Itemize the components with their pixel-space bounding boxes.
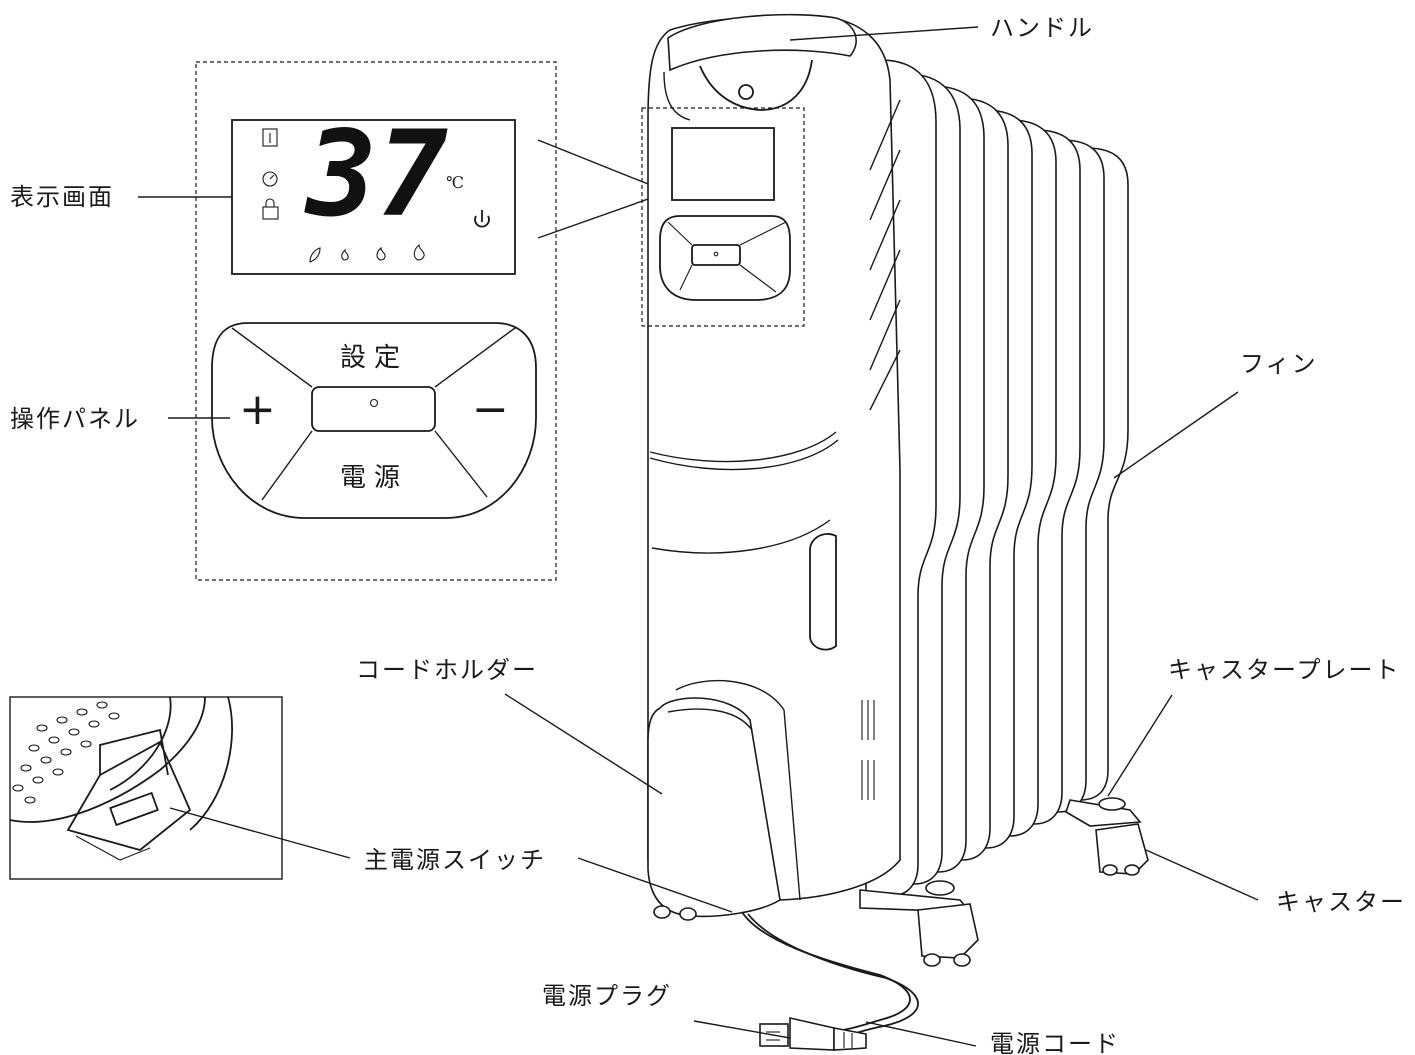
label-display: 表示画面 [10,183,114,211]
label-caster: キャスター [1276,888,1406,916]
label-cord-holder: コードホルダー [356,656,538,684]
temperature-unit: ℃ [446,173,464,192]
control-panel: 設定 電源 + − [211,322,537,519]
heater-fins [865,59,1129,897]
leader-lines [138,26,1259,1047]
temperature-value: 37 [304,105,448,243]
front-housing [641,13,901,905]
power-cord [741,911,919,1039]
plus-button[interactable]: + [239,384,276,435]
caster-assembly [653,797,1149,967]
power-button[interactable]: 電源 [340,463,408,493]
label-handle: ハンドル [990,14,1094,42]
power-plug [759,1016,867,1051]
handle[interactable] [663,13,857,121]
power-icon [474,210,490,228]
label-fin: フィン [1240,350,1318,378]
flame-icon-high [413,243,425,261]
label-cord: 電源コード [990,1030,1120,1055]
switch-inset [9,696,283,880]
lock-icon [262,198,279,220]
display-screen: 37 ℃ [231,105,516,275]
leaf-icon [309,247,321,263]
cord-holder[interactable] [647,697,781,918]
label-plug: 電源プラグ [542,982,672,1010]
flame-icon-mid [376,246,386,261]
panel-callout: 37 ℃ [195,61,557,581]
minus-button[interactable]: − [472,384,509,435]
flame-icon-low [341,248,349,261]
oil-heater [641,13,1149,1051]
timer-icon [262,171,278,187]
label-caster-plate: キャスタープレート [1168,656,1401,684]
label-panel: 操作パネル [10,405,140,433]
setting-button[interactable]: 設定 [340,343,408,373]
thermometer-icon [262,128,278,147]
label-main-switch: 主電源スイッチ [364,846,546,874]
